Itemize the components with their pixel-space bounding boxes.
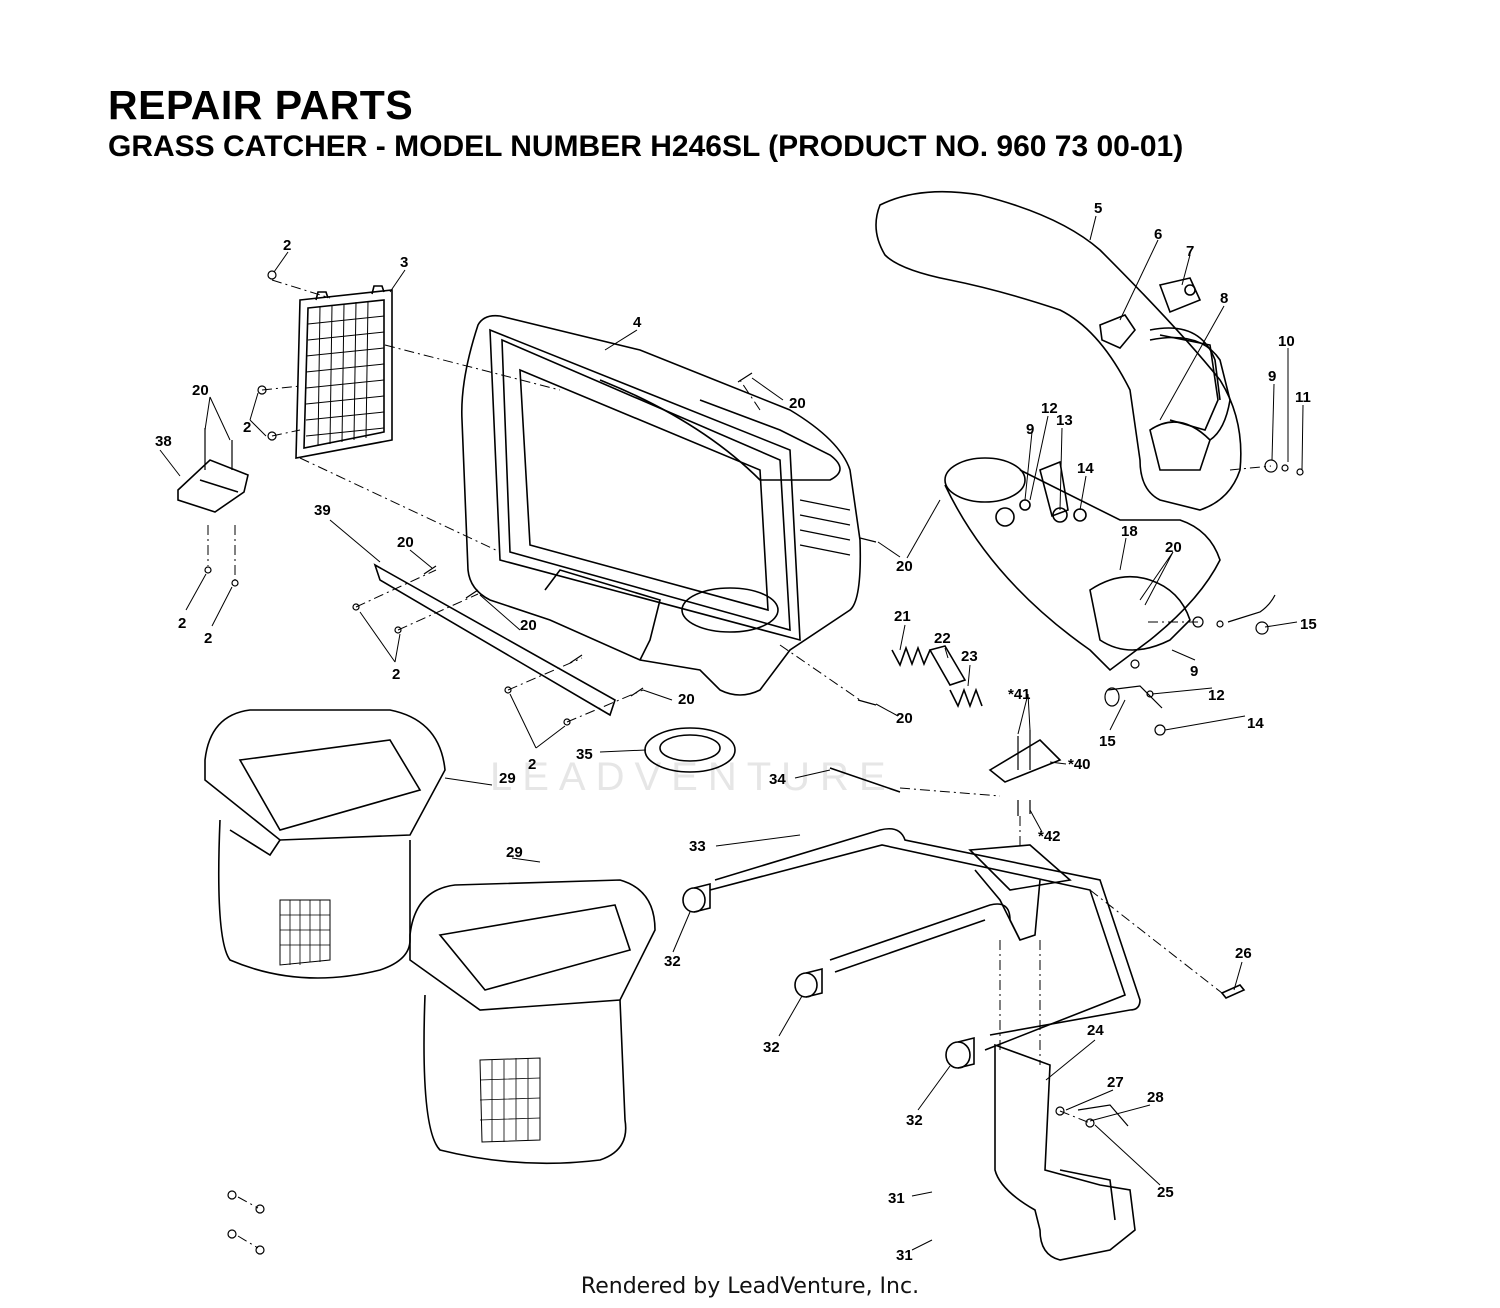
callout-25: 25 [1157,1184,1174,1201]
callout-14: 14 [1077,460,1094,477]
page-title: REPAIR PARTS [108,82,414,128]
callout-2: 2 [243,419,251,436]
part-4-catcher-housing [461,314,862,696]
part-33-rod [829,767,901,793]
footer-credit: Rendered by LeadVenture, Inc. [580,1274,920,1299]
callout-34: 35 [576,746,593,763]
part-18-lower-chute [944,457,1221,672]
page-subtitle: GRASS CATCHER - MODEL NUMBER H246SL (PRO… [108,130,1184,163]
callout-31: 32 [763,1039,780,1056]
callout-13: 13 [1056,412,1073,429]
callout-20: 20 [789,395,806,412]
part-8-handle [1149,327,1221,401]
part-38-plate [177,459,249,513]
callout-32: 33 [689,838,706,855]
callout-15: 15 [1099,733,1116,750]
callout-9: 9 [1190,663,1198,680]
callout-2: 2 [392,666,400,683]
callout-20: 20 [397,534,414,551]
part-35-bag-left [204,709,446,979]
part-3-screen [295,285,393,459]
callout-39: 39 [314,502,331,519]
part-7-latch [1158,277,1202,314]
part-21-spring [891,645,931,667]
callout-2: 2 [204,630,212,647]
callout-42: *42 [1038,828,1061,845]
callout-31: 32 [906,1112,923,1129]
callout-12: 12 [1041,400,1058,417]
callout-9: 9 [1026,421,1034,438]
callout-4: 4 [633,314,642,331]
callout-22: 22 [934,630,951,647]
callout-2: 2 [283,237,291,254]
part-31-cap [682,882,711,913]
leader-lines [159,215,1304,1251]
hardware [204,270,1304,1255]
callout-29: 31 [888,1190,905,1207]
part-32-frame [709,827,1141,1051]
callout-41: *41 [1008,686,1031,703]
callout-31: 32 [664,953,681,970]
callout-15: 15 [1300,616,1317,633]
callout-3: 3 [400,254,408,271]
callout-23: 23 [961,648,978,665]
callout-27: 27 [1107,1074,1124,1091]
callout-20: 20 [1165,539,1182,556]
callout-6: 6 [1154,226,1162,243]
callout-5: 5 [1094,200,1102,217]
callout-14: 14 [1247,715,1264,732]
callout-9: 9 [1268,368,1276,385]
callout-38: 38 [155,433,172,450]
assembly-lines [207,279,1272,1249]
part-23-spring [949,687,983,709]
callout-18: 18 [1121,523,1138,540]
callout-8: 8 [1220,290,1228,307]
callout-20: 20 [896,710,913,727]
callout-11: 11 [1295,389,1311,406]
callout-35: 29 [499,770,516,787]
callout-labels: 2 3 4 5 6 7 8 9 10 11 12 13 9 14 18 20 1… [155,200,1317,1264]
part-31-cap [794,967,823,998]
callout-29: 31 [896,1247,913,1264]
callout-20: 20 [678,691,695,708]
part-40-bracket [988,738,1062,783]
watermark: LEADVENTURE [490,755,896,799]
callout-12: 12 [1208,687,1225,704]
part-35-bag-right [409,879,656,1165]
callout-10: 10 [1278,333,1295,350]
callout-35: 29 [506,844,523,861]
part-31-cap [945,1036,975,1069]
callout-20: 20 [192,382,209,399]
part-24-bracket [994,1043,1136,1261]
callout-28: 28 [1147,1089,1164,1106]
part-13-lever [1019,460,1087,523]
callout-24: 24 [1087,1022,1104,1039]
callout-2: 2 [528,756,536,773]
part-39-strip [373,563,616,717]
callout-7: 7 [1186,243,1194,260]
callout-2: 2 [178,615,186,632]
callout-26: 26 [1235,945,1252,962]
callout-21: 21 [894,608,911,625]
callout-33: 34 [769,771,786,788]
part-22-sleeve [928,645,967,686]
part-6-clip [1099,314,1136,349]
part-26-pin [1220,984,1246,999]
part-5-chute [875,190,1242,511]
callout-20: 20 [520,617,537,634]
callout-40: *40 [1068,756,1091,773]
callout-20: 20 [896,558,913,575]
